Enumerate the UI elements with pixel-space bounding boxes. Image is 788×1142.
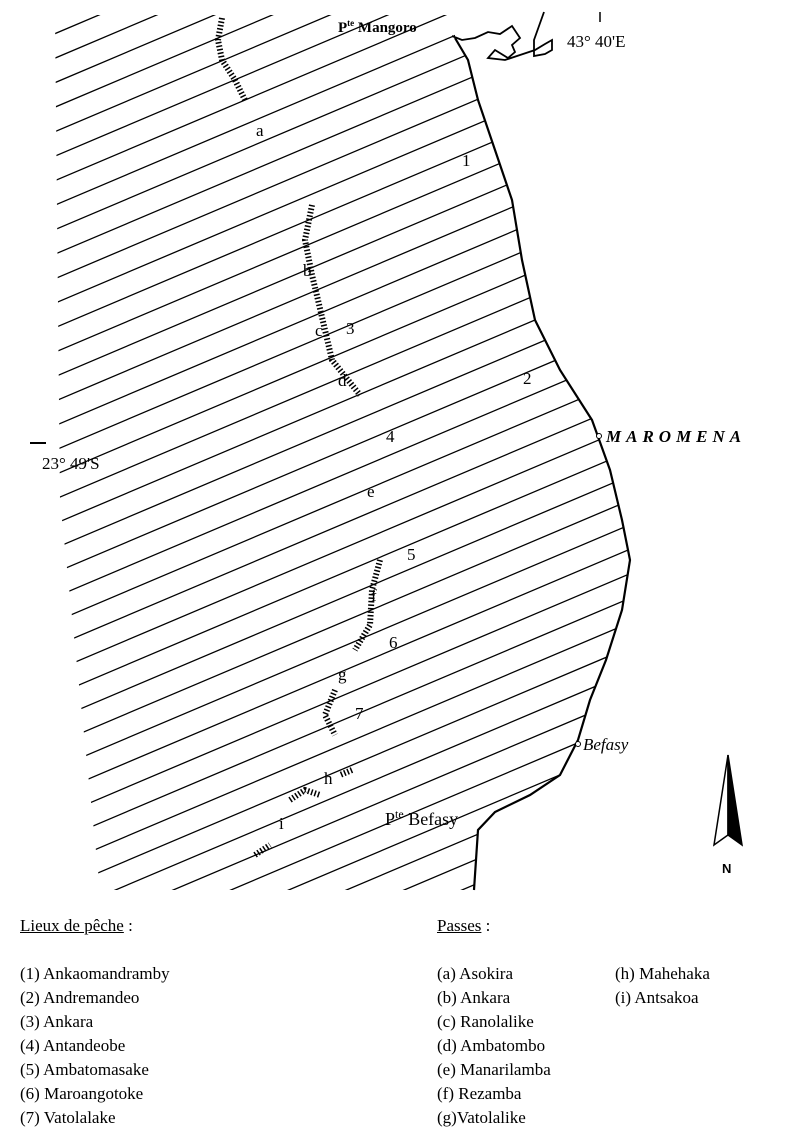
hatch-line: [55, 886, 630, 890]
point-mangoro-label: Pte Mangoro: [338, 18, 417, 36]
longitude-label: 43° 40'E: [567, 32, 626, 51]
hatch-line: [55, 15, 630, 139]
pass-marker-f: f: [371, 586, 377, 605]
legend-item: (g)Vatolalike: [437, 1108, 526, 1127]
legend-item: (2) Andremandeo: [20, 988, 140, 1007]
village-maromena-dot: [596, 433, 602, 439]
hatch-line: [55, 812, 630, 890]
hatch-line: [55, 15, 630, 213]
legend-item: (c) Ranolalike: [437, 1012, 534, 1031]
north-arrow: [712, 754, 744, 847]
hatch-line: [55, 15, 630, 115]
point-befasy-label: Pte Befasy: [385, 807, 459, 829]
pass-marker-g: g: [338, 665, 347, 684]
legend-item: (1) Ankaomandramby: [20, 964, 170, 983]
hatch-line: [55, 15, 630, 164]
pass-marker-a: a: [256, 121, 264, 140]
hatch-line: [55, 665, 630, 890]
north-label: N: [722, 861, 732, 876]
fishing-marker-1: 1: [462, 151, 471, 170]
hatch-line: [55, 494, 630, 776]
pass-marker-i: i: [279, 814, 284, 833]
hatch-line: [55, 469, 630, 752]
village-befasy-dot: [575, 741, 581, 747]
fishing-marker-7: 7: [355, 704, 364, 723]
legend-item: (i) Antsakoa: [615, 988, 699, 1007]
reef-marks: [214, 17, 383, 858]
legend-passes-col2: (h) Mahehaka (i) Antsakoa: [615, 962, 710, 1010]
sea-hatching: [55, 15, 630, 890]
coastline: [454, 37, 632, 891]
hatch-line: [55, 371, 630, 654]
hatch-line: [55, 445, 630, 727]
legend-item: (7) Vatolalake: [20, 1108, 116, 1127]
hatch-line: [55, 15, 630, 237]
hatch-line: [55, 567, 630, 850]
legend-item: (d) Ambatombo: [437, 1036, 546, 1055]
pass-marker-c: c: [315, 321, 323, 340]
map-canvas: [30, 11, 744, 891]
hatch-line: [55, 15, 630, 66]
legend-fishing-sites: Lieux de pêche : (1) Ankaomandramby (2) …: [20, 914, 170, 1130]
legend-item: (4) Antandeobe: [20, 1036, 126, 1055]
hatch-line: [55, 592, 630, 874]
legend-item: (e) Manarilamba: [437, 1060, 551, 1079]
legend-item: (h) Mahehaka: [615, 964, 710, 983]
hatch-line: [55, 420, 630, 703]
hatch-line: [55, 543, 630, 825]
hatch-line: [55, 518, 630, 801]
island-outline: [451, 11, 553, 61]
fishing-marker-3: 3: [346, 319, 355, 338]
pass-marker-h: h: [324, 769, 333, 788]
hatch-line: [55, 690, 630, 890]
fishing-marker-5: 5: [407, 545, 416, 564]
hatch-line: [55, 837, 630, 890]
legend-passes-title: Passes: [437, 916, 482, 935]
fishing-marker-4: 4: [386, 427, 395, 446]
village-befasy: Befasy: [583, 735, 629, 754]
hatch-line: [55, 739, 630, 890]
pass-marker-b: b: [303, 261, 312, 280]
legend-passes: Passes : (a) Asokira (b) Ankara (c) Rano…: [437, 914, 551, 1130]
hatch-line: [55, 15, 630, 188]
hatch-line: [55, 616, 630, 890]
hatch-line: [55, 641, 630, 890]
hatch-line: [55, 396, 630, 678]
legend-item: (3) Ankara: [20, 1012, 94, 1031]
legend-item: (b) Ankara: [437, 988, 511, 1007]
legend-item: (6) Maroangotoke: [20, 1084, 144, 1103]
legend-item: (f) Rezamba: [437, 1084, 522, 1103]
pass-marker-d: d: [338, 371, 347, 390]
village-maromena: MAROMENA: [606, 427, 747, 446]
legend-fishing-title: Lieux de pêche: [20, 916, 124, 935]
hatch-line: [55, 15, 630, 90]
pass-marker-e: e: [367, 482, 375, 501]
latitude-label: 23° 49'S: [42, 454, 100, 473]
hatch-line: [55, 788, 630, 890]
legend-item: (5) Ambatomasake: [20, 1060, 149, 1079]
legend-item: (a) Asokira: [437, 964, 514, 983]
fishing-marker-2: 2: [523, 369, 532, 388]
hatch-line: [55, 861, 630, 890]
fishing-marker-6: 6: [389, 633, 398, 652]
